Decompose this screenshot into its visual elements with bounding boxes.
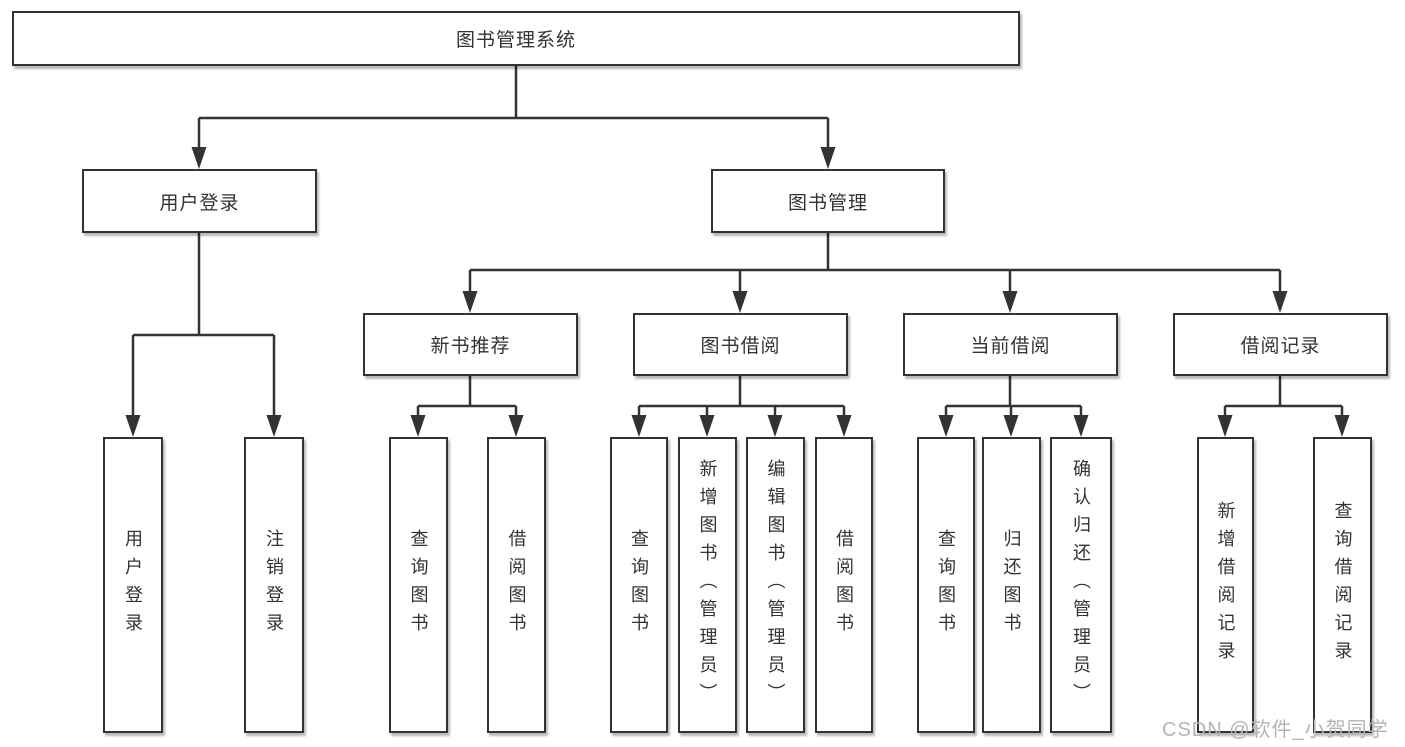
leaf-query-books-recommend-label: 查询图书 — [408, 529, 429, 641]
leaf-borrow-books-borrowing: 借阅图书 — [815, 437, 873, 733]
leaf-query-books-borrowing-label: 查询图书 — [629, 529, 649, 641]
leaf-logout-label: 注销登录 — [264, 529, 284, 641]
node-library-system: 图书管理系统 — [12, 11, 1020, 66]
node-new-book-recommend: 新书推荐 — [363, 313, 578, 376]
node-library-system-label: 图书管理系统 — [455, 30, 576, 51]
arrowhead-down-icon-1-0 — [125, 415, 141, 437]
leaf-add-book-admin: 新增图书（管理员） — [678, 437, 737, 733]
leaf-add-book-admin-label: 新增图书（管理员） — [697, 459, 718, 711]
arrowhead-down-icon-0-1 — [820, 147, 836, 169]
arrowhead-down-icon-6-0 — [1217, 415, 1233, 437]
leaf-logout: 注销登录 — [244, 437, 304, 733]
arrowhead-down-icon-2-1 — [732, 291, 748, 313]
leaf-query-borrow-record-label: 查询借阅记录 — [1332, 501, 1353, 669]
arrowhead-down-icon-2-2 — [1002, 291, 1018, 313]
node-current-borrowing-label: 当前借阅 — [970, 336, 1051, 357]
leaf-return-books: 归还图书 — [982, 437, 1041, 733]
leaf-add-borrow-record: 新增借阅记录 — [1197, 437, 1254, 733]
arrowhead-down-icon-5-2 — [1073, 415, 1089, 437]
arrowhead-down-icon-4-1 — [699, 415, 715, 437]
leaf-borrow-books-recommend: 借阅图书 — [487, 437, 546, 733]
node-user-login-label: 用户登录 — [159, 192, 240, 214]
arrowhead-down-icon-0-0 — [191, 147, 207, 169]
leaf-edit-book-admin: 编辑图书（管理员） — [746, 437, 805, 733]
arrowhead-down-icon-4-3 — [836, 415, 852, 437]
arrowhead-down-icon-5-0 — [938, 415, 954, 437]
leaf-query-books-borrowing: 查询图书 — [610, 437, 668, 733]
arrowhead-down-icon-5-1 — [1003, 415, 1019, 437]
node-user-login: 用户登录 — [82, 169, 317, 233]
node-book-borrowing-label: 图书借阅 — [700, 336, 781, 357]
node-borrowing-records-label: 借阅记录 — [1240, 336, 1321, 357]
arrowhead-down-icon-3-0 — [410, 415, 426, 437]
node-current-borrowing: 当前借阅 — [903, 313, 1118, 376]
leaf-query-books-current-label: 查询图书 — [936, 529, 956, 641]
leaf-add-borrow-record-label: 新增借阅记录 — [1215, 501, 1236, 669]
arrowhead-down-icon-1-1 — [266, 415, 282, 437]
arrowhead-down-icon-4-2 — [767, 415, 783, 437]
leaf-user-login-label: 用户登录 — [123, 529, 143, 641]
csdn-watermark: CSDN @软件_小贺同学 — [1162, 719, 1389, 741]
node-borrowing-records: 借阅记录 — [1173, 313, 1388, 376]
leaf-borrow-books-recommend-label: 借阅图书 — [506, 529, 527, 641]
node-new-book-recommend-label: 新书推荐 — [430, 336, 511, 357]
node-book-management: 图书管理 — [711, 169, 945, 233]
leaf-query-books-recommend: 查询图书 — [389, 437, 448, 733]
leaf-query-books-current: 查询图书 — [917, 437, 975, 733]
arrowhead-down-icon-2-3 — [1272, 291, 1288, 313]
leaf-user-login: 用户登录 — [103, 437, 163, 733]
arrowhead-down-icon-6-1 — [1334, 415, 1350, 437]
arrowhead-down-icon-3-1 — [508, 415, 524, 437]
leaf-query-borrow-record: 查询借阅记录 — [1313, 437, 1372, 733]
arrowhead-down-icon-2-0 — [462, 291, 478, 313]
leaf-return-books-label: 归还图书 — [1001, 529, 1022, 641]
leaf-borrow-books-borrowing-label: 借阅图书 — [834, 529, 854, 641]
node-book-borrowing: 图书借阅 — [633, 313, 848, 376]
leaf-confirm-return-admin-label: 确认归还（管理员） — [1071, 459, 1091, 711]
leaf-edit-book-admin-label: 编辑图书（管理员） — [765, 459, 786, 711]
leaf-confirm-return-admin: 确认归还（管理员） — [1050, 437, 1112, 733]
arrowhead-down-icon-4-0 — [631, 415, 647, 437]
node-book-management-label: 图书管理 — [787, 192, 868, 214]
